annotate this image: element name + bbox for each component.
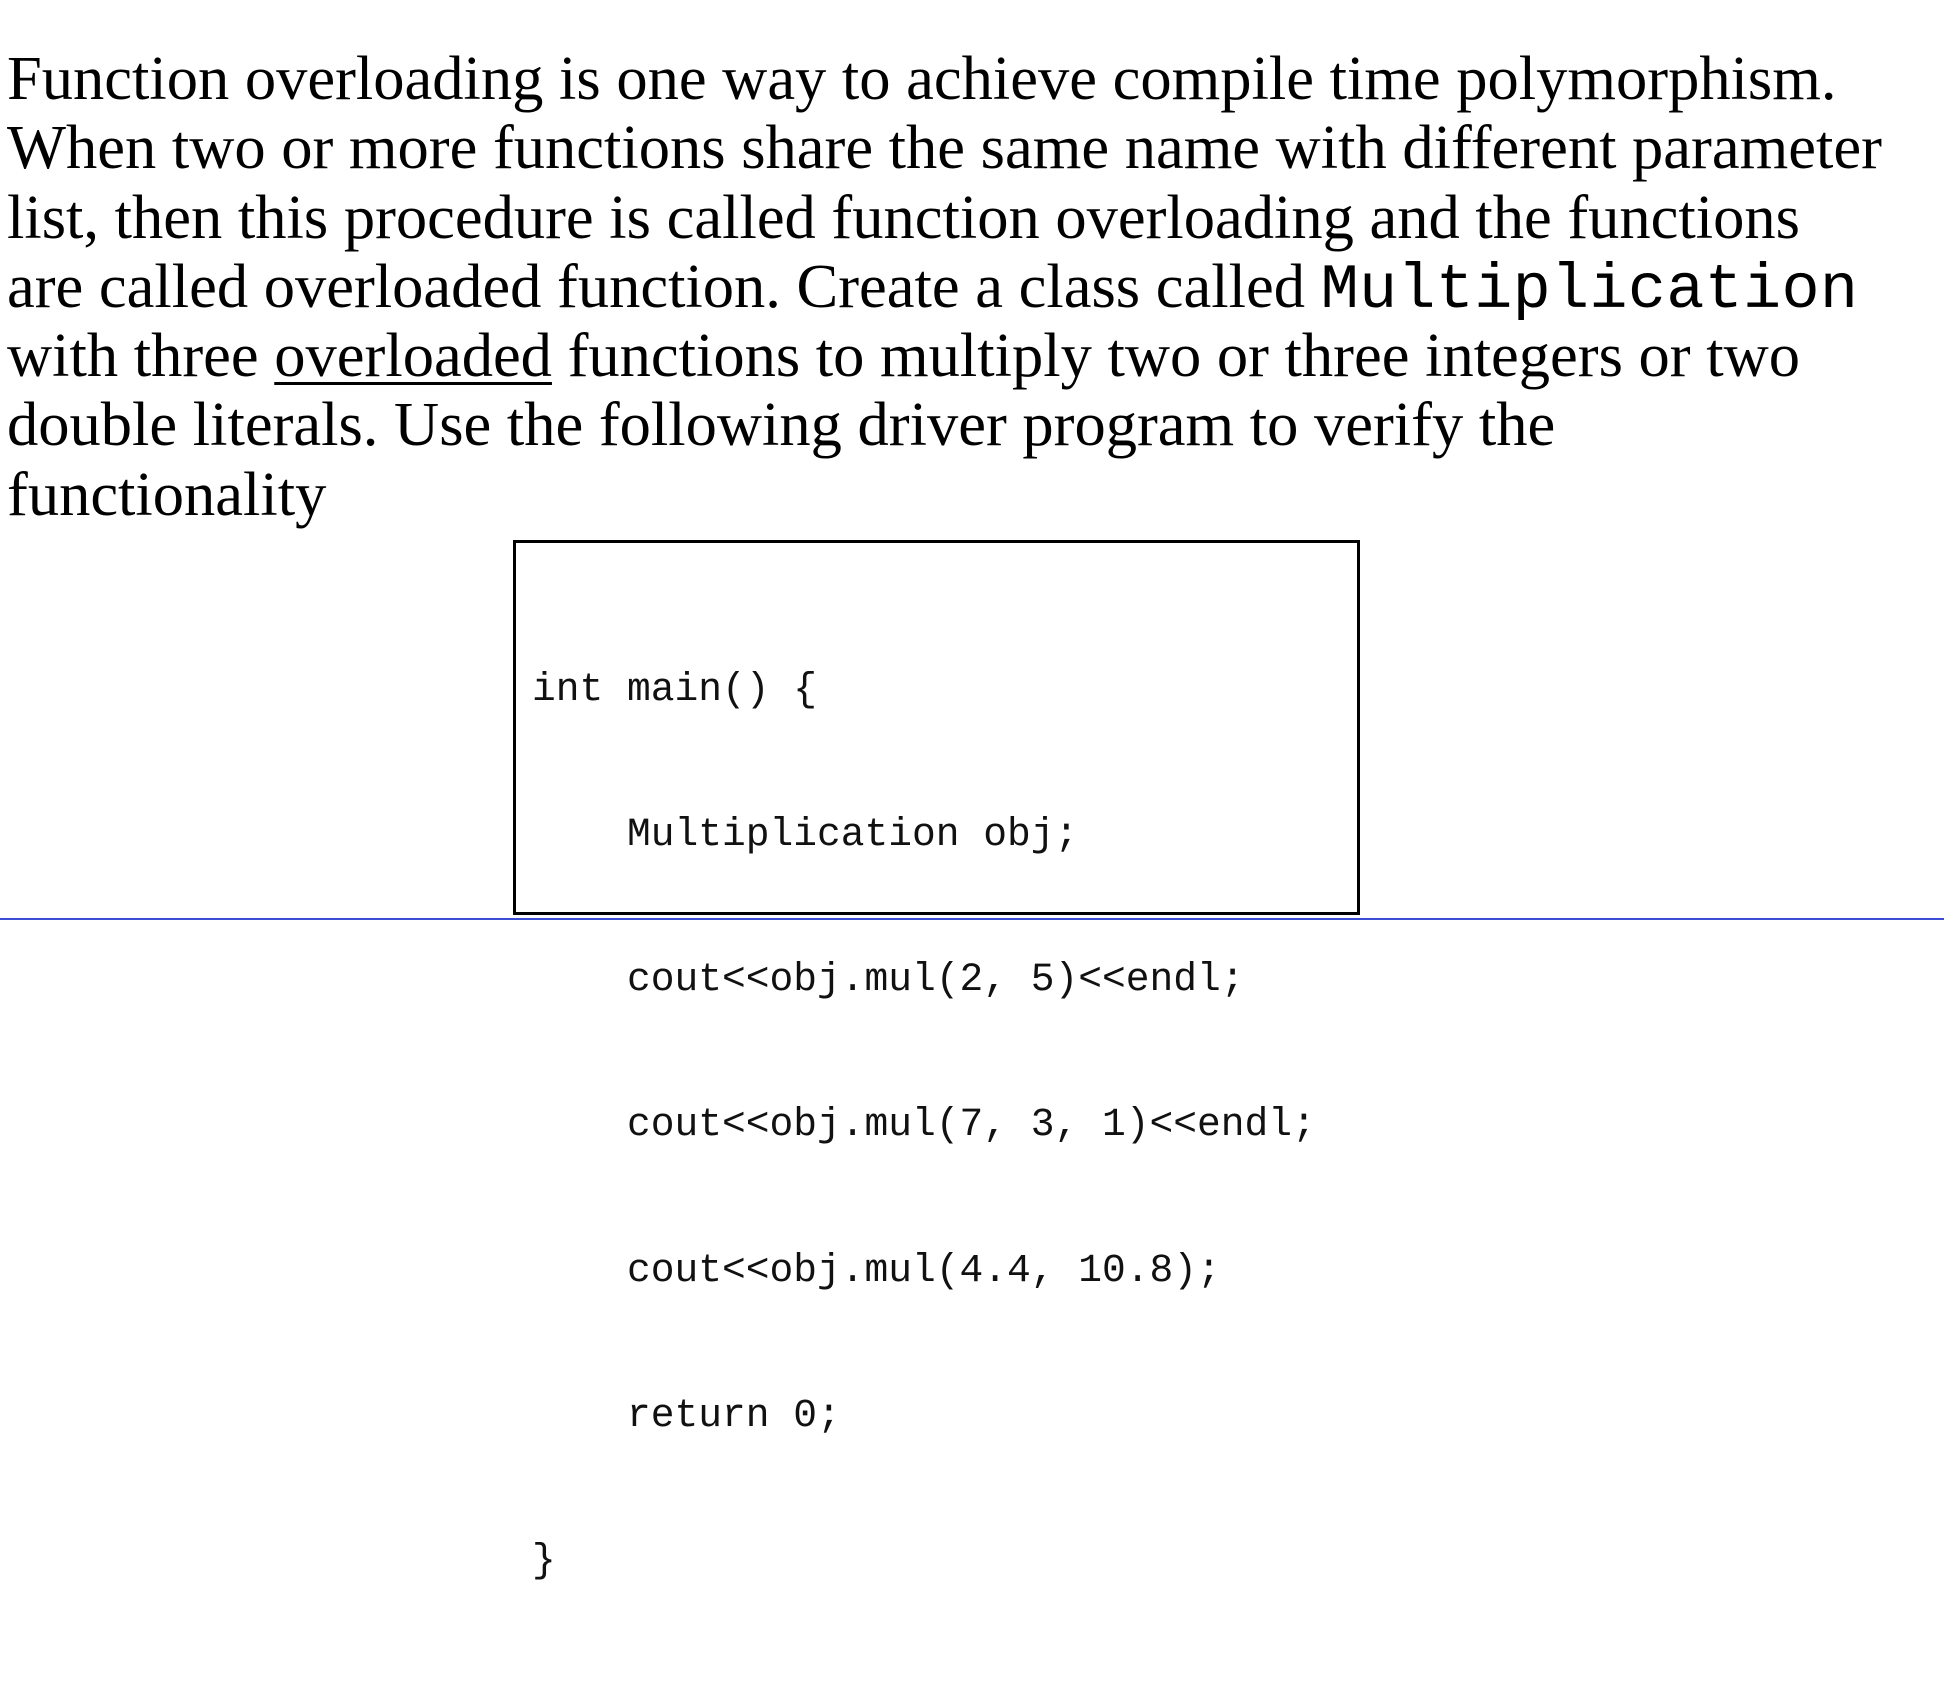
class-name-code: Multiplication bbox=[1320, 254, 1859, 327]
problem-statement: Function overloading is one way to achie… bbox=[7, 43, 1882, 529]
code-line: cout<<obj.mul(7, 3, 1)<<endl; bbox=[532, 1102, 1316, 1148]
paragraph-line: When two or more functions share the sam… bbox=[7, 112, 1882, 183]
code-line: } bbox=[532, 1538, 556, 1584]
code-block: int main() { Multiplication obj; cout<<o… bbox=[532, 569, 1316, 1682]
underlined-term: overloaded bbox=[274, 320, 552, 391]
paragraph-line: are called overloaded function. Create a… bbox=[7, 250, 1882, 325]
paragraph-line: Function overloading is one way to achie… bbox=[7, 43, 1837, 113]
code-line: int main() { bbox=[532, 666, 818, 712]
driver-program-box: int main() { Multiplication obj; cout<<o… bbox=[513, 540, 1360, 1583]
code-line: cout<<obj.mul(2, 5)<<endl; bbox=[532, 957, 1245, 1003]
paragraph-line: double literals. Use the following drive… bbox=[7, 389, 1556, 460]
paragraph-text: with three bbox=[7, 320, 275, 391]
code-line: return 0; bbox=[532, 1392, 841, 1438]
code-line: Multiplication obj; bbox=[532, 812, 1079, 858]
paragraph-line: with three overloaded functions to multi… bbox=[7, 321, 1882, 390]
bottom-divider bbox=[0, 918, 1944, 920]
paragraph-line: functionality bbox=[7, 458, 327, 529]
paragraph-line: list, then this procedure is called func… bbox=[7, 181, 1800, 252]
code-line: cout<<obj.mul(4.4, 10.8); bbox=[532, 1247, 1221, 1293]
paragraph-text: are called overloaded function. Create a… bbox=[7, 250, 1321, 321]
paragraph-text: functions to multiply two or three integ… bbox=[551, 320, 1800, 391]
